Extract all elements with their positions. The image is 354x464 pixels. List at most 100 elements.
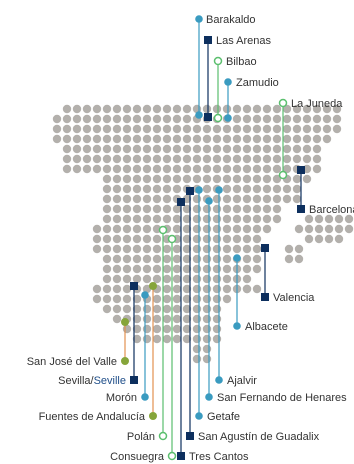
- map-dot: [92, 224, 102, 234]
- map-dot: [162, 314, 172, 324]
- map-dot: [172, 184, 182, 194]
- map-dot: [322, 134, 332, 144]
- city-label-text: Barcelona: [309, 204, 354, 216]
- map-dot: [172, 294, 182, 304]
- map-dot: [112, 104, 122, 114]
- map-dot: [142, 334, 152, 344]
- city-label-zamudio: Zamudio: [236, 77, 279, 89]
- city-label-text: Zamudio: [236, 77, 279, 89]
- map-dot: [252, 134, 262, 144]
- map-dot: [152, 324, 162, 334]
- map-dot: [272, 214, 282, 224]
- map-dot: [152, 204, 162, 214]
- map-dot: [92, 284, 102, 294]
- map-dot: [142, 124, 152, 134]
- map-dot: [152, 304, 162, 314]
- map-dot: [132, 314, 142, 324]
- map-dot: [182, 134, 192, 144]
- map-dot: [272, 164, 282, 174]
- map-dot: [102, 204, 112, 214]
- map-dot: [122, 104, 132, 114]
- map-dot: [192, 334, 202, 344]
- map-dot: [122, 254, 132, 264]
- map-dot: [242, 264, 252, 274]
- city-label-la-juneda: La Juneda: [291, 98, 343, 110]
- map-dot: [222, 134, 232, 144]
- map-dot: [212, 214, 222, 224]
- map-dot: [212, 124, 222, 134]
- map-dot: [222, 224, 232, 234]
- map-dot: [192, 274, 202, 284]
- map-dot: [142, 204, 152, 214]
- marker-san-jose-del-valle-map: [121, 318, 129, 326]
- map-dot: [182, 144, 192, 154]
- map-dot: [192, 174, 202, 184]
- map-dot: [232, 224, 242, 234]
- map-dot-island: [314, 234, 324, 244]
- map-dot: [222, 144, 232, 154]
- map-dot: [252, 174, 262, 184]
- map-dot: [262, 154, 272, 164]
- map-dot: [232, 184, 242, 194]
- map-dot: [192, 214, 202, 224]
- map-dot: [182, 124, 192, 134]
- city-label-text: Ajalvir: [227, 375, 257, 387]
- marker-consuegra-map: [167, 234, 177, 244]
- map-dot: [62, 164, 72, 174]
- map-dot: [302, 154, 312, 164]
- map-dot: [222, 234, 232, 244]
- map-dot: [222, 174, 232, 184]
- map-dot: [122, 234, 132, 244]
- map-dot: [252, 184, 262, 194]
- map-dot: [112, 114, 122, 124]
- map-dot: [102, 104, 112, 114]
- marker-zamudio-map: [224, 114, 232, 122]
- map-dot: [212, 164, 222, 174]
- map-dot: [222, 264, 232, 274]
- map-dot-island: [284, 244, 294, 254]
- marker-albacete-label: [233, 322, 241, 330]
- map-dot: [62, 124, 72, 134]
- map-dot: [102, 174, 112, 184]
- map-dot: [92, 144, 102, 154]
- map-dot-island: [304, 214, 314, 224]
- map-dot: [122, 124, 132, 134]
- map-dot: [202, 234, 212, 244]
- map-dot: [172, 204, 182, 214]
- map-dot: [242, 164, 252, 174]
- city-label-text: San José del Valle: [27, 356, 117, 368]
- map-dot: [292, 184, 302, 194]
- map-dot: [202, 274, 212, 284]
- map-dot-island: [304, 234, 314, 244]
- map-dot: [222, 194, 232, 204]
- marker-bilbao-map: [213, 113, 223, 123]
- map-dot: [112, 124, 122, 134]
- map-dot: [312, 134, 322, 144]
- map-dot: [202, 204, 212, 214]
- map-dot: [202, 124, 212, 134]
- map-dot: [232, 134, 242, 144]
- map-dot: [82, 154, 92, 164]
- map-dot-island: [334, 224, 344, 234]
- map-dot: [152, 114, 162, 124]
- map-dot: [142, 224, 152, 234]
- map-dot-island: [304, 224, 314, 234]
- map-dot: [202, 164, 212, 174]
- map-dot: [142, 134, 152, 144]
- map-dot: [282, 194, 292, 204]
- map-dot: [52, 134, 62, 144]
- city-label-text: Valencia: [273, 292, 315, 304]
- map-dot: [252, 214, 262, 224]
- map-dot: [72, 134, 82, 144]
- map-dot: [192, 134, 202, 144]
- map-dot: [232, 204, 242, 214]
- map-dot: [182, 294, 192, 304]
- map-dot: [172, 104, 182, 114]
- map-dot: [122, 204, 132, 214]
- map-dot: [132, 164, 142, 174]
- map-dot: [142, 324, 152, 334]
- map-dot: [152, 264, 162, 274]
- map-dot: [242, 194, 252, 204]
- map-dot: [122, 194, 132, 204]
- map-dot: [182, 324, 192, 334]
